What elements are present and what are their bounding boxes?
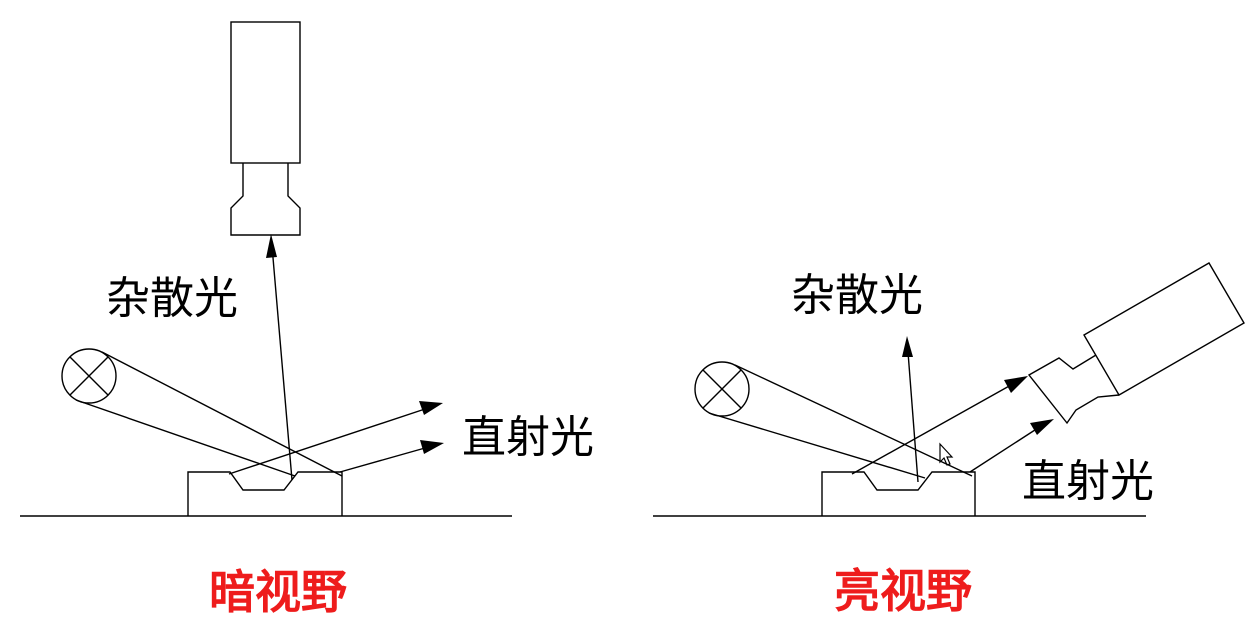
dark-field-caption: 暗视野 — [209, 565, 347, 619]
camera-top-left — [230, 21, 301, 236]
direct-ray-lower-right — [969, 419, 1054, 473]
direct-light-label-left: 直射光 — [462, 412, 594, 463]
light-beam-upper-right — [734, 364, 973, 477]
light-beam-lower-right — [708, 412, 926, 479]
mouse-cursor-icon — [939, 442, 954, 466]
light-beam-upper-left — [101, 351, 343, 477]
light-source-icon-right — [694, 361, 750, 417]
bright-field-panel: 杂散光 直射光 亮视野 — [653, 262, 1245, 618]
bright-field-caption: 亮视野 — [834, 564, 972, 618]
sample-block-left — [187, 471, 343, 516]
camera-tilted-right — [1027, 262, 1245, 425]
dark-field-panel: 杂散光 直射光 暗视野 — [20, 21, 594, 619]
light-source-icon-left — [61, 348, 117, 404]
direct-ray-upper-left — [228, 401, 443, 475]
scattered-ray-right — [902, 336, 919, 483]
direct-light-label-right: 直射光 — [1022, 456, 1154, 507]
sample-block-right — [821, 471, 976, 516]
direct-ray-upper-right — [851, 376, 1028, 475]
scattered-ray-left — [266, 234, 293, 481]
scattered-light-label-left: 杂散光 — [106, 273, 238, 324]
light-beam-lower-left — [75, 399, 296, 477]
direct-ray-lower-left — [339, 440, 444, 473]
scattered-light-label-right: 杂散光 — [791, 270, 923, 321]
